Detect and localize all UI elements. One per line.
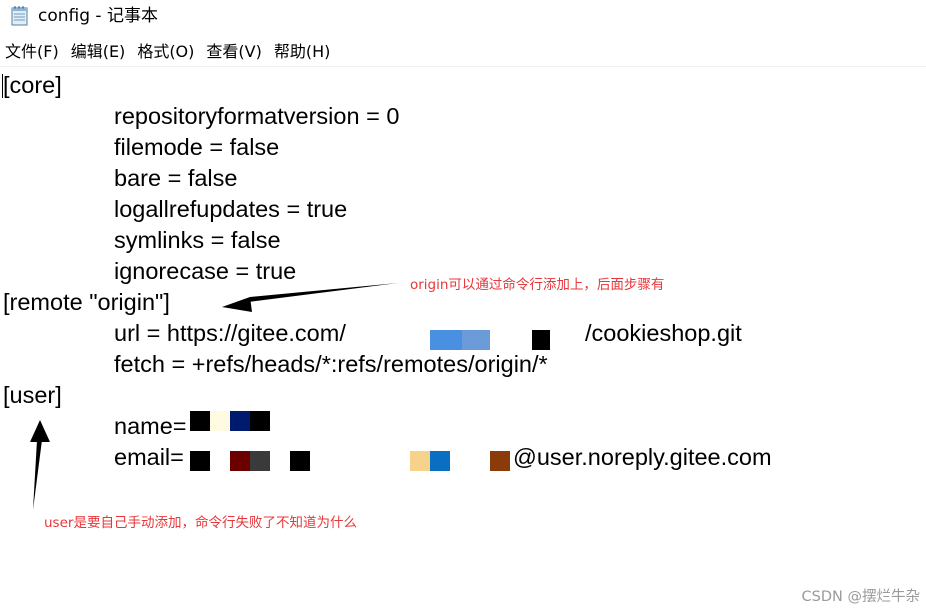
line-fetch: fetch = +refs/heads/*:refs/remotes/origi… <box>114 351 548 377</box>
line-url-suffix: /cookieshop.git <box>585 320 742 346</box>
notepad-icon <box>10 5 30 27</box>
redaction-block <box>210 411 230 431</box>
title-bar[interactable]: config - 记事本 <box>0 0 926 34</box>
watermark: CSDN @摆烂牛杂 <box>801 589 920 605</box>
line-email-suffix: @user.noreply.gitee.com <box>513 444 772 470</box>
redaction-block <box>462 330 490 350</box>
menu-format[interactable]: 格式(O) <box>137 42 195 61</box>
menu-help[interactable]: 帮助(H) <box>273 42 331 61</box>
line-logallrefupdates: logallrefupdates = true <box>114 196 348 222</box>
line-symlinks: symlinks = false <box>114 227 281 253</box>
line-remote-section: [remote "origin"] <box>3 289 170 315</box>
redaction-block <box>250 451 270 471</box>
redaction-block <box>490 451 510 471</box>
redaction-block <box>190 411 210 431</box>
redaction-block <box>410 451 430 471</box>
menu-view[interactable]: 查看(V) <box>206 42 262 61</box>
menu-edit[interactable]: 编辑(E) <box>70 42 126 61</box>
line-ignorecase: ignorecase = true <box>114 258 297 284</box>
redaction-block <box>230 411 250 431</box>
menu-file[interactable]: 文件(F) <box>5 42 59 61</box>
redaction-block <box>250 411 270 431</box>
window-title: config - 记事本 <box>38 6 158 26</box>
text-caret <box>2 74 3 98</box>
redaction-block <box>532 330 550 350</box>
line-email: email= <box>114 444 184 470</box>
menu-bar: 文件(F) 编辑(E) 格式(O) 查看(V) 帮助(H) <box>0 38 926 67</box>
line-name: name= <box>114 413 187 439</box>
line-url: url = https://gitee.com/ <box>114 320 346 346</box>
annotation-user-note: user是要自己手动添加，命令行失败了不知道为什么 <box>44 515 357 531</box>
redaction-block <box>430 330 462 350</box>
line-user-section: [user] <box>3 382 62 408</box>
line-repositoryformatversion: repositoryformatversion = 0 <box>114 103 400 129</box>
annotation-remote-note: origin可以通过命令行添加上，后面步骤有 <box>410 277 665 293</box>
redaction-block <box>290 451 310 471</box>
line-filemode: filemode = false <box>114 134 280 160</box>
redaction-block <box>230 451 250 471</box>
line-bare: bare = false <box>114 165 238 191</box>
redaction-block <box>190 451 210 471</box>
line-core-section: [core] <box>3 72 62 98</box>
redaction-block <box>430 451 450 471</box>
